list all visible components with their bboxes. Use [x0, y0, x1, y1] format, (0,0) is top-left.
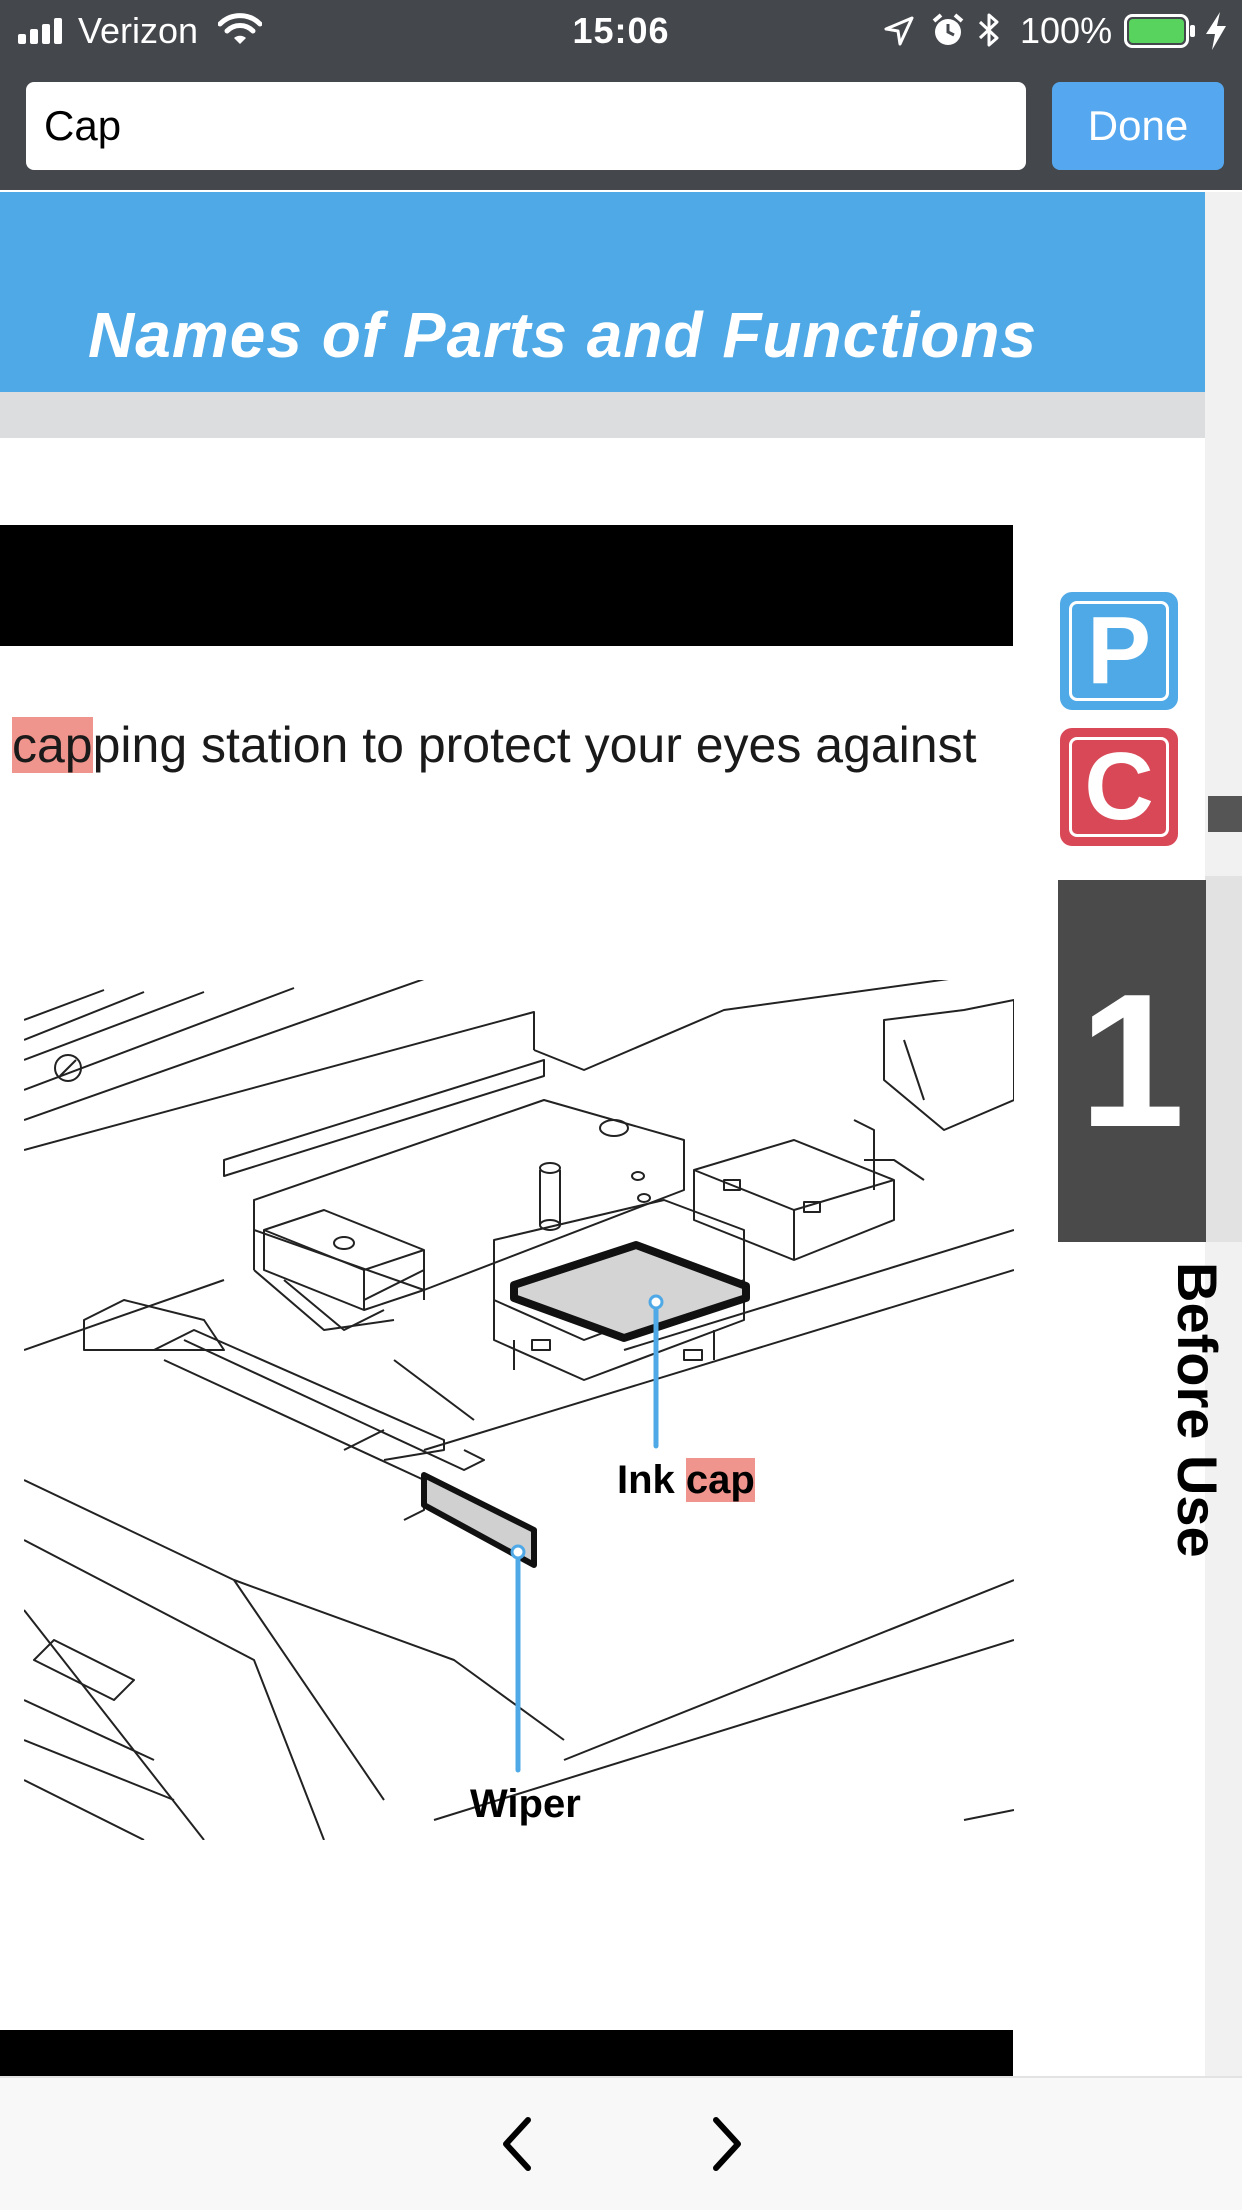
capping-station-diagram [24, 980, 1014, 1840]
find-navigation-bar [0, 2076, 1242, 2210]
charging-icon [1206, 12, 1226, 50]
done-button[interactable]: Done [1052, 82, 1224, 170]
wifi-icon [218, 13, 262, 44]
redaction-bar [0, 2030, 1013, 2076]
scroll-thumb[interactable] [1208, 796, 1242, 832]
previous-match-button[interactable] [498, 2114, 538, 2174]
status-bar: Verizon 15:06 100% [0, 0, 1242, 62]
top-bar: Verizon 15:06 100% Done [0, 0, 1242, 190]
tab-p-label: P [1069, 597, 1169, 704]
tab-c-label: C [1069, 733, 1169, 840]
location-arrow-icon [884, 16, 914, 46]
battery-icon [1124, 14, 1195, 48]
section-banner: Names of Parts and Functions [0, 192, 1205, 392]
chapter-tab[interactable]: 1 [1058, 880, 1206, 1242]
ink-cap-callout: Ink cap [617, 1458, 755, 1503]
chapter-number: 1 [1079, 955, 1185, 1167]
tab-p[interactable]: P [1060, 592, 1178, 710]
carrier-label: Verizon [78, 10, 199, 51]
banner-divider [0, 392, 1205, 438]
scroll-track-shade [1205, 876, 1242, 1242]
search-input[interactable] [26, 82, 1026, 170]
tab-c[interactable]: C [1060, 728, 1178, 846]
next-match-button[interactable] [706, 2114, 746, 2174]
page-title: Names of Parts and Functions [88, 299, 1038, 371]
body-text: capping station to protect your eyes aga… [12, 716, 977, 774]
status-time: 15:06 [572, 10, 670, 51]
alarm-icon [932, 13, 964, 45]
search-highlight: cap [12, 717, 93, 773]
bluetooth-icon [978, 13, 999, 47]
wiper-callout: Wiper [470, 1782, 581, 1826]
search-highlight: cap [685, 1458, 755, 1502]
battery-percent: 100% [1020, 10, 1113, 51]
signal-icon [18, 18, 62, 44]
body-text-rest: ping station to protect your eyes agains… [92, 717, 977, 773]
redaction-bar [0, 525, 1013, 646]
ink-cap-label: Ink [617, 1458, 686, 1502]
chapter-title: Before Use [1166, 1262, 1229, 1558]
